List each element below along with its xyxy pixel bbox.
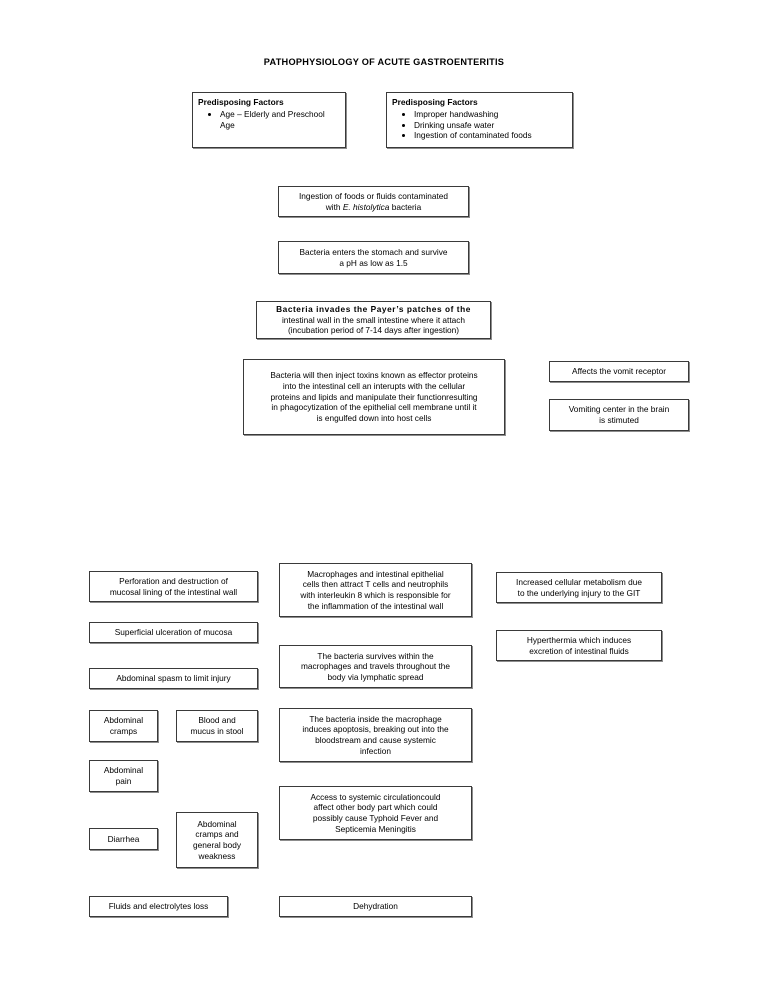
- node-cramps-general-weakness: Abdominal cramps and general body weakne…: [176, 812, 258, 868]
- node-apoptosis-systemic-infection: The bacteria inside the macrophage induc…: [279, 708, 472, 762]
- abdominal-pain-line-1: Abdominal: [103, 765, 144, 776]
- abdominal-spasm-line-1: Abdominal spasm to limit injury: [116, 673, 231, 684]
- abdominal-cramps-line-2: cramps: [109, 726, 138, 736]
- node-payer-patches-invasion: Bacteria invades the Payer’s patches of …: [256, 301, 491, 339]
- page-title: PATHOPHYSIOLOGY OF ACUTE GASTROENTERITIS: [263, 57, 505, 67]
- node-macrophages-interleukin: Macrophages and intestinal epithelial ce…: [279, 563, 472, 617]
- node-predisposing-factors-right: Predisposing Factors Improper handwashin…: [386, 92, 573, 148]
- node-abdominal-pain: Abdominal pain: [89, 760, 158, 792]
- cramps-weakness-line-1: Abdominal: [197, 818, 237, 829]
- predisposing-left-heading: Predisposing Factors: [198, 97, 284, 107]
- macrophages-line-2: cells then attract T cells and neutrophi…: [302, 579, 449, 590]
- effector-line-5: is engulfed down into host cells: [316, 412, 432, 423]
- macrophages-line-3: with interleukin 8 which is responsible …: [300, 590, 451, 600]
- cramps-weakness-line-2: cramps and: [195, 829, 239, 840]
- node-abdominal-cramps: Abdominal cramps: [89, 710, 158, 742]
- predisposing-right-list: Improper handwashing Drinking unsafe wat…: [392, 109, 567, 141]
- node-abdominal-spasm: Abdominal spasm to limit injury: [89, 668, 258, 689]
- superficial-ulceration-line-1: Superficial ulceration of mucosa: [114, 627, 233, 638]
- abdominal-cramps-line-1: Abdominal: [103, 715, 144, 726]
- node-effector-proteins-toxins: Bacteria will then inject toxins known a…: [243, 359, 505, 435]
- systemic-line-1: Access to systemic circulationcould: [310, 791, 441, 802]
- fluids-loss-line-1: Fluids and electrolytes loss: [108, 901, 209, 912]
- list-item: Improper handwashing: [414, 109, 567, 120]
- apoptosis-line-2: induces apoptosis, breaking out into the: [302, 724, 449, 735]
- payer-line-3: (incubation period of 7-14 days after in…: [287, 325, 460, 336]
- payer-line-2: intestinal wall in the small intestine w…: [281, 314, 466, 325]
- node-fluids-electrolytes-loss: Fluids and electrolytes loss: [89, 896, 228, 917]
- node-systemic-circulation-complications: Access to systemic circulationcould affe…: [279, 786, 472, 840]
- perforation-line-2: mucosal lining of the intestinal wall: [109, 586, 238, 597]
- vomit-receptor-line-1: Affects the vomit receptor: [572, 366, 666, 377]
- ingestion-line2-prefix: with: [325, 201, 343, 212]
- list-item: Age – Elderly and Preschool Age: [220, 109, 340, 131]
- node-increased-cellular-metabolism: Increased cellular metabolism due to the…: [496, 572, 662, 603]
- perforation-line-1: Perforation and destruction of: [119, 575, 228, 586]
- node-vomiting-center-brain: Vomiting center in the brain is stimuted: [549, 399, 689, 431]
- systemic-line-3: possibly cause Typhoid Fever and: [312, 813, 439, 823]
- cramps-weakness-line-4: weakness: [198, 850, 236, 861]
- macrophages-line-1: Macrophages and intestinal epithelial: [307, 568, 444, 579]
- predisposing-right-heading: Predisposing Factors: [392, 97, 478, 107]
- node-bacteria-stomach-survival: Bacteria enters the stomach and survive …: [278, 241, 469, 274]
- node-blood-mucus-stool: Blood and mucus in stool: [176, 710, 258, 742]
- apoptosis-line-4: infection: [360, 745, 391, 756]
- cramps-weakness-line-3: general body: [193, 840, 241, 850]
- node-diarrhea: Diarrhea: [89, 828, 158, 850]
- vomiting-center-line-2: is stimuted: [599, 415, 639, 425]
- macrophages-line-4: the inflammation of the intestinal wall: [307, 600, 444, 611]
- list-item: Drinking unsafe water: [414, 120, 567, 131]
- ingestion-line-2: with E. histolytica bacteria: [283, 202, 464, 213]
- effector-line-1: Bacteria will then inject toxins known a…: [270, 370, 478, 381]
- systemic-line-4: Septicemia Meningitis: [335, 823, 416, 834]
- blood-mucus-line-1: Blood and: [198, 715, 236, 726]
- lymphatic-line-1: The bacteria survives within the: [317, 650, 434, 661]
- predisposing-left-list: Age – Elderly and Preschool Age: [198, 109, 340, 131]
- node-predisposing-factors-left: Predisposing Factors Age – Elderly and P…: [192, 92, 346, 148]
- stomach-line-2: a pH as low as 1.5: [339, 257, 408, 268]
- node-hyperthermia: Hyperthermia which induces excretion of …: [496, 630, 662, 661]
- abdominal-pain-line-2: pain: [115, 776, 132, 786]
- node-lymphatic-spread: The bacteria survives within the macroph…: [279, 645, 472, 688]
- diarrhea-line-1: Diarrhea: [107, 833, 140, 844]
- lymphatic-line-3: body via lymphatic spread: [327, 671, 424, 682]
- vomiting-center-line-1: Vomiting center in the brain: [568, 404, 670, 415]
- node-superficial-ulceration: Superficial ulceration of mucosa: [89, 622, 258, 643]
- effector-line-4: in phagocytization of the epithelial cel…: [271, 402, 477, 413]
- blood-mucus-line-2: mucus in stool: [190, 726, 244, 736]
- effector-line-2: into the intestinal cell an interupts wi…: [282, 381, 466, 392]
- dehydration-line-1: Dehydration: [353, 901, 398, 912]
- payer-line-1: Bacteria invades the Payer’s patches of …: [276, 304, 471, 315]
- systemic-line-2: affect other body part which could: [313, 802, 438, 813]
- metabolism-line-2: to the underlying injury to the GIT: [517, 587, 641, 598]
- effector-line-3: proteins and lipids and manipulate their…: [270, 391, 478, 402]
- apoptosis-line-1: The bacteria inside the macrophage: [309, 713, 442, 724]
- hyperthermia-line-2: excretion of intestinal fluids: [529, 645, 629, 656]
- ingestion-line2-suffix: bacteria: [389, 201, 422, 212]
- node-dehydration: Dehydration: [279, 896, 472, 917]
- stomach-line-1: Bacteria enters the stomach and survive: [299, 246, 448, 257]
- node-affects-vomit-receptor: Affects the vomit receptor: [549, 361, 689, 382]
- ingestion-species-name: E. histolytica: [342, 201, 390, 212]
- apoptosis-line-3: bloodstream and cause systemic: [315, 735, 436, 745]
- node-perforation-destruction: Perforation and destruction of mucosal l…: [89, 571, 258, 602]
- list-item: Ingestion of contaminated foods: [414, 130, 567, 141]
- hyperthermia-line-1: Hyperthermia which induces: [526, 634, 632, 645]
- ingestion-line-1: Ingestion of foods or fluids contaminate…: [299, 190, 448, 201]
- metabolism-line-1: Increased cellular metabolism due: [516, 576, 642, 587]
- node-ingestion-contaminated: Ingestion of foods or fluids contaminate…: [278, 186, 469, 217]
- lymphatic-line-2: macrophages and travels throughout the: [301, 661, 450, 672]
